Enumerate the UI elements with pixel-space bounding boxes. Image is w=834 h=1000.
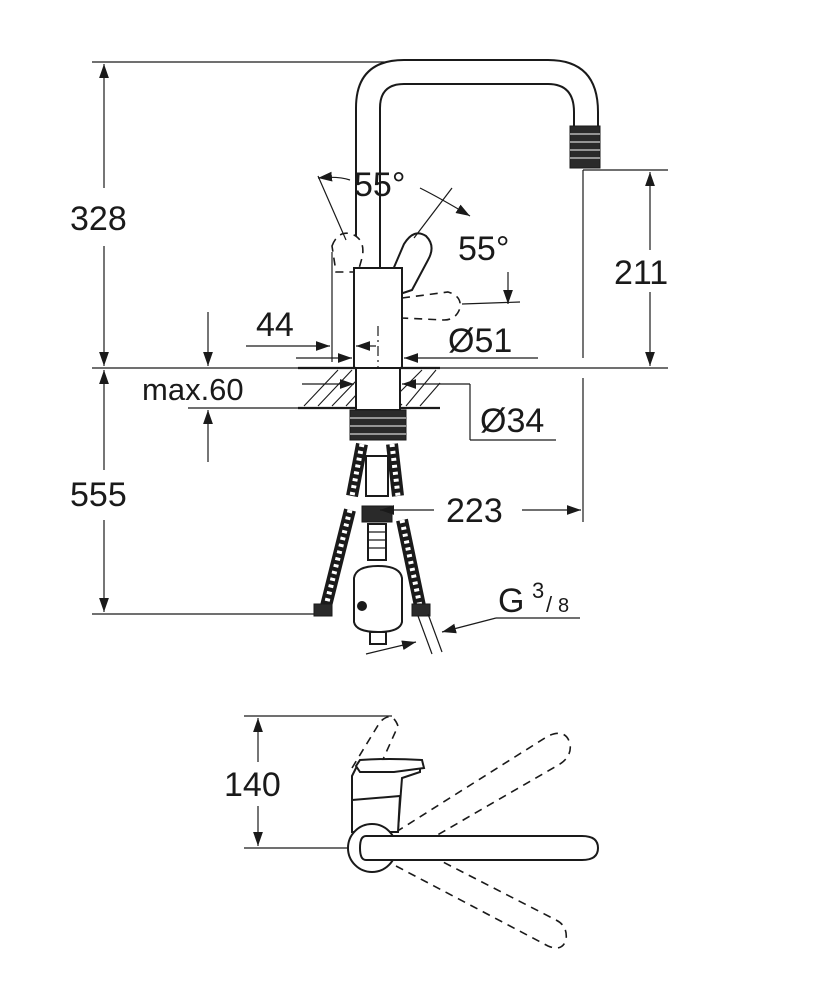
dimension-thread-slash: /	[546, 592, 553, 617]
lever-dashed-up	[331, 232, 364, 273]
dimension-lever-angle-side: 55°	[458, 230, 521, 305]
dimension-spout-height-label: 211	[614, 254, 668, 292]
dimension-body-diameter: Ø51	[296, 322, 538, 363]
faucet-body	[353, 267, 403, 370]
dimension-hole-diameter: Ø34	[302, 379, 556, 441]
mounting-shank	[349, 367, 407, 441]
dimension-thread: G 3 / 8	[365, 578, 580, 655]
lever-dashed-side	[401, 291, 462, 321]
dimension-max-thickness: max.60	[142, 312, 298, 462]
dimension-below-deck-label: 555	[70, 476, 127, 514]
dimension-thread-numerator: 3	[532, 578, 544, 603]
top-view: 140	[224, 715, 600, 949]
dimension-total-height: 328	[70, 64, 127, 366]
dimension-lever-angle-top-label: 55°	[354, 166, 405, 204]
lever-solid-top	[347, 823, 600, 873]
spout	[355, 59, 601, 271]
dimension-thread-label: G	[498, 582, 524, 620]
extension-lines	[92, 61, 668, 615]
hoses	[313, 442, 443, 655]
pullout-hose	[353, 455, 403, 645]
dimension-lever-angle-top: 55°	[317, 166, 471, 241]
side-view: 328 211 55° 55° 44	[70, 59, 668, 655]
faucet-body-top	[351, 758, 426, 833]
lever-dashed-positions	[351, 716, 572, 949]
dimension-spout-height: 211	[614, 172, 668, 366]
dimension-offset: 44	[246, 306, 376, 351]
dimension-offset-label: 44	[256, 306, 294, 344]
dimension-reach-label: 223	[446, 492, 503, 530]
dimension-body-diameter-label: Ø51	[448, 322, 512, 360]
dimension-below-deck: 555	[70, 370, 127, 612]
dimension-total-height-label: 328	[70, 200, 127, 238]
dimension-depth-label: 140	[224, 766, 281, 804]
dimension-hole-diameter-label: Ø34	[480, 402, 544, 440]
dimension-reach: 223	[380, 492, 581, 530]
dimension-depth: 140	[224, 718, 281, 846]
dimension-thread-denominator: 8	[558, 595, 569, 617]
dimension-max-thickness-label: max.60	[142, 372, 244, 407]
dimension-lever-angle-side-label: 55°	[458, 230, 509, 268]
